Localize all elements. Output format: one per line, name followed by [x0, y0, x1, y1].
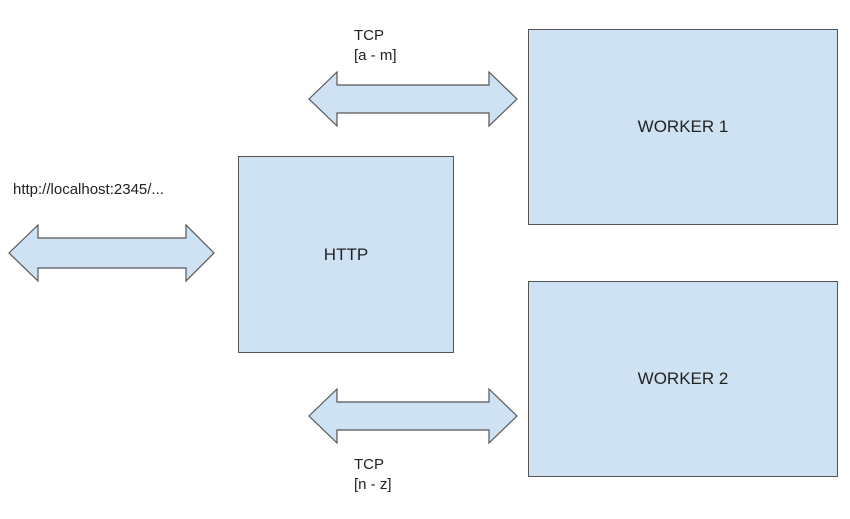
- tcp-link-2-protocol: TCP: [354, 456, 384, 473]
- tcp-link-2-range: [n - z]: [354, 476, 392, 493]
- client-url-label: http://localhost:2345/...: [13, 181, 164, 198]
- tcp-link-1-protocol: TCP: [354, 27, 384, 44]
- worker-2-label: WORKER 2: [637, 369, 729, 388]
- client-http-arrow: [8, 223, 215, 283]
- worker-2-box: WORKER 2: [528, 281, 838, 477]
- tcp-link-1-range: [a - m]: [354, 47, 397, 64]
- http-box-label: HTTP: [323, 244, 369, 264]
- tcp-link-2-arrow: [308, 387, 518, 445]
- worker-1-label: WORKER 1: [637, 117, 729, 136]
- worker-1-box: WORKER 1: [528, 29, 838, 225]
- http-box: HTTP: [238, 156, 454, 353]
- tcp-link-1-arrow: [308, 70, 518, 128]
